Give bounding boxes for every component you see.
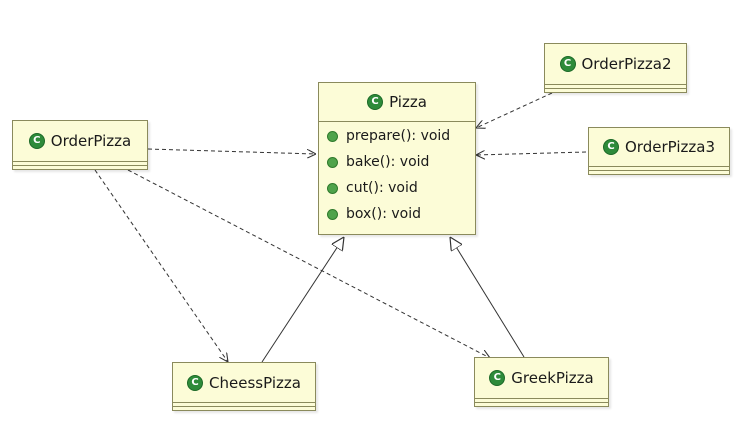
divider <box>173 406 315 407</box>
divider <box>589 170 729 171</box>
class-icon: C <box>489 370 506 386</box>
class-cheesspizza[interactable]: C CheessPizza <box>172 362 316 411</box>
divider <box>319 121 475 122</box>
class-greekpizza[interactable]: C GreekPizza <box>474 357 609 407</box>
class-cheesspizza-name: CheessPizza <box>209 373 301 392</box>
divider <box>173 402 315 403</box>
method-cut: cut(): void <box>319 175 475 201</box>
edge-orderpizza3-to-pizza <box>476 152 587 155</box>
class-orderpizza-header: C OrderPizza <box>13 121 147 161</box>
class-icon: C <box>187 374 204 391</box>
class-orderpizza2-name: OrderPizza2 <box>581 55 672 73</box>
public-method-icon <box>327 156 338 168</box>
edge-greekpizza-extends-pizza <box>450 237 525 358</box>
class-greekpizza-header: C GreekPizza <box>475 358 608 398</box>
class-pizza-name: Pizza <box>389 93 427 111</box>
edge-orderpizza-to-cheesspizza <box>94 169 228 362</box>
method-label: box(): void <box>346 206 422 222</box>
edge-orderpizza-to-greekpizza <box>127 169 490 358</box>
edge-orderpizza2-to-pizza <box>476 92 553 128</box>
class-icon: C <box>28 133 45 149</box>
class-icon: C <box>367 94 384 110</box>
divider <box>13 165 147 166</box>
class-pizza[interactable]: C Pizza prepare(): void bake(): void cut… <box>318 82 476 235</box>
class-icon: C <box>603 139 619 155</box>
class-greekpizza-name: GreekPizza <box>511 369 594 387</box>
class-orderpizza3-header: C OrderPizza3 <box>589 128 729 166</box>
class-orderpizza2[interactable]: C OrderPizza2 <box>544 43 687 93</box>
method-bake: bake(): void <box>319 149 475 175</box>
divider <box>475 402 608 403</box>
class-orderpizza3[interactable]: C OrderPizza3 <box>588 127 730 175</box>
class-orderpizza3-name: OrderPizza3 <box>625 138 715 156</box>
class-pizza-header: C Pizza <box>319 83 475 121</box>
class-cheesspizza-header: C CheessPizza <box>173 363 315 402</box>
divider <box>545 88 686 89</box>
public-method-icon <box>327 182 338 194</box>
edge-cheesspizza-extends-pizza <box>261 237 344 363</box>
method-label: bake(): void <box>346 154 430 170</box>
method-label: cut(): void <box>346 180 418 196</box>
divider <box>475 398 608 399</box>
class-pizza-methods: prepare(): void bake(): void cut(): void… <box>319 122 475 227</box>
class-orderpizza-name: OrderPizza <box>50 132 132 150</box>
class-orderpizza2-header: C OrderPizza2 <box>545 44 686 84</box>
method-box: box(): void <box>319 201 475 227</box>
divider <box>13 161 147 162</box>
class-icon: C <box>559 56 576 72</box>
divider <box>589 166 729 167</box>
public-method-icon <box>327 208 338 220</box>
method-prepare: prepare(): void <box>319 123 475 149</box>
public-method-icon <box>327 130 338 142</box>
divider <box>545 84 686 85</box>
method-label: prepare(): void <box>346 128 451 144</box>
class-orderpizza[interactable]: C OrderPizza <box>12 120 148 170</box>
edge-orderpizza-to-pizza <box>147 148 316 154</box>
